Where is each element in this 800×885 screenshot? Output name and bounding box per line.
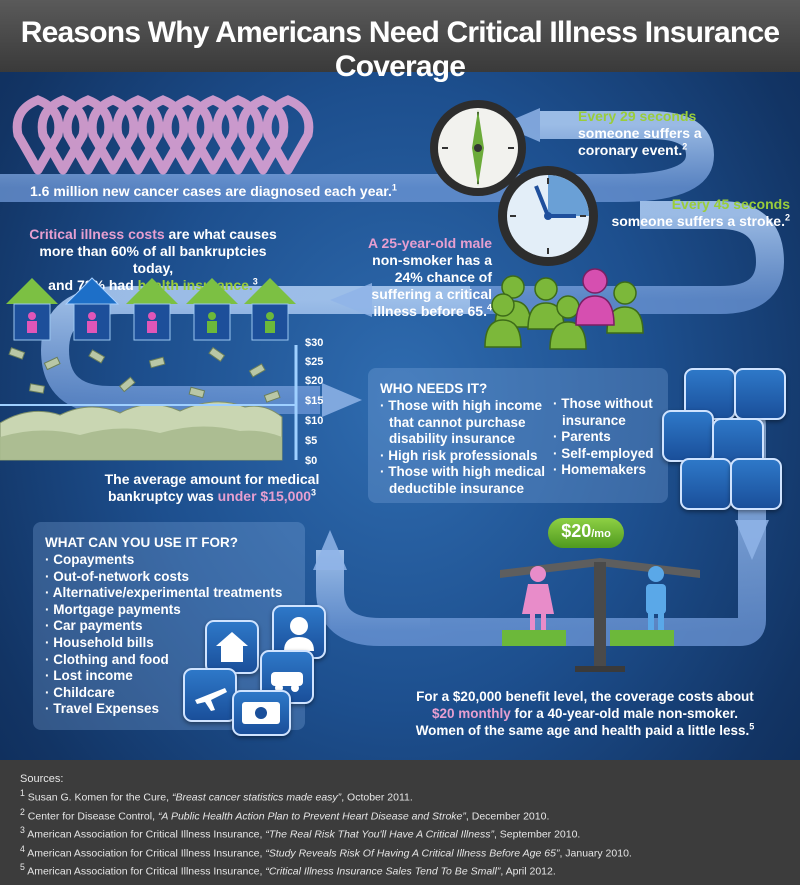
cancer-ref: 1	[391, 182, 397, 193]
list-item: · Those without	[553, 396, 653, 411]
list-item: deductible insurance	[389, 480, 525, 496]
list-item: · Parents	[553, 429, 611, 445]
homemaker-icon	[730, 458, 782, 510]
list-item: · Those with high medical	[380, 464, 546, 480]
scale-tick: $20	[305, 375, 324, 387]
male-chance-line4: suffering a critical	[371, 286, 492, 302]
benefit-line3: Women of the same age and health paid a …	[415, 723, 750, 738]
bankruptcy-l2: more than 60% of all bankruptcies today,	[39, 243, 267, 276]
male-chance-line5: illness before 65.	[373, 303, 487, 319]
coronary-line3: coronary event.	[578, 142, 683, 158]
who-needs-heading: WHO NEEDS IT?	[380, 381, 488, 396]
average-stat: The average amount for medical bankruptc…	[82, 471, 342, 505]
price-amount: $20	[561, 521, 592, 541]
list-item: · Car payments	[45, 618, 143, 634]
benefit-stat: For a $20,000 benefit level, the coverag…	[405, 688, 765, 739]
list-item: · Copayments	[45, 552, 135, 567]
list-item: · Household bills	[45, 634, 154, 650]
coronary-ref: 2	[682, 141, 688, 152]
benefit-ref: 5	[749, 721, 755, 732]
money-pile	[0, 345, 298, 461]
houses-row	[6, 277, 296, 341]
list-item: · Clothing and food	[45, 651, 169, 667]
bankruptcy-stat: Critical illness costs are what causes m…	[18, 226, 288, 294]
sources-footer: Sources: 1 Susan G. Komen for the Cure, …	[0, 760, 800, 885]
benefit-line2a: $20 monthly	[431, 706, 511, 721]
bankruptcy-l3b: health insurance.	[137, 277, 253, 293]
header-bar: Reasons Why Americans Need Critical Illn…	[0, 0, 800, 83]
bankruptcy-l1b: are what causes	[164, 226, 277, 242]
list-item: · Out-of-network costs	[45, 568, 190, 584]
list-item: disability insurance	[389, 431, 516, 447]
doctor-icon	[662, 410, 714, 462]
scale-tick: $30	[305, 337, 324, 349]
source-item: 3 American Association for Critical Illn…	[20, 825, 581, 841]
benefit-line1: For a $20,000 benefit level, the coverag…	[416, 689, 754, 704]
balance-scale	[500, 558, 700, 672]
list-item: · Self-employed	[553, 445, 654, 461]
page-title: Reasons Why Americans Need Critical Illn…	[20, 16, 780, 83]
coronary-line1: Every 29 seconds	[578, 108, 697, 124]
airplane-icon	[183, 668, 237, 722]
male-chance-line2: non-smoker has a	[372, 252, 492, 268]
list-item: · Lost income	[45, 668, 133, 684]
list-item: · Alternative/experimental treatments	[45, 585, 283, 601]
who-needs-box	[368, 368, 668, 503]
scale-tick: $0	[305, 455, 318, 467]
cancer-stat-text: 1.6 million new cancer cases are diagnos…	[30, 183, 392, 199]
list-item: that cannot purchase	[389, 414, 526, 430]
source-item: 4 American Association for Critical Illn…	[20, 843, 632, 860]
list-item: · High risk professionals	[380, 447, 538, 463]
cancer-stat: 1.6 million new cancer cases are diagnos…	[30, 183, 397, 200]
price-tag: $20/mo	[548, 518, 624, 548]
sources-label: Sources:	[20, 773, 64, 785]
male-chance-line1: A 25-year-old male	[368, 235, 492, 251]
people-group	[484, 268, 644, 350]
bankruptcy-ref: 3	[252, 276, 258, 287]
graduate-icon	[680, 458, 732, 510]
average-line2b: under $15,000	[217, 488, 312, 504]
stroke-line1: Every 45 seconds	[671, 196, 790, 212]
house-icon	[205, 620, 259, 674]
cancer-ribbons	[12, 95, 314, 175]
list-item: insurance	[562, 412, 626, 428]
scale-tick: $5	[305, 435, 318, 447]
list-item: · Those with high income	[380, 398, 543, 413]
list-item: · Homemakers	[553, 462, 647, 478]
clocks	[430, 100, 598, 266]
source-item: 1 Susan G. Komen for the Cure, “Breast c…	[20, 788, 413, 804]
who-needs-col2: · Those without insurance · Parents · Se…	[553, 396, 673, 479]
coronary-line2: someone suffers a	[578, 125, 702, 141]
list-item: · Travel Expenses	[45, 701, 160, 717]
stroke-line2: someone suffers a stroke.	[611, 213, 785, 229]
average-line1: The average amount for medical	[104, 471, 320, 487]
source-item: 5 American Association for Critical Illn…	[20, 862, 556, 878]
average-line2a: bankruptcy was	[107, 488, 218, 504]
bankruptcy-l1a: Critical illness costs	[29, 226, 165, 242]
list-item: · Childcare	[45, 684, 115, 700]
scale-tick: $10	[305, 415, 324, 427]
scale-tick: $25	[305, 356, 324, 368]
who-needs-col1: · Those with high income that cannot pur…	[380, 398, 555, 498]
stroke-ref: 2	[784, 212, 790, 223]
money-icon	[232, 690, 291, 736]
list-item: · Mortgage payments	[45, 601, 181, 617]
price-unit: /mo	[591, 528, 611, 540]
male-chance-ref: 4	[486, 302, 492, 313]
police-icon	[734, 368, 786, 420]
uses-heading: WHAT CAN YOU USE IT FOR?	[45, 535, 238, 550]
scale-tick: $15	[305, 395, 324, 407]
stroke-stat: Every 45 seconds someone suffers a strok…	[605, 196, 790, 230]
coronary-stat: Every 29 seconds someone suffers a coron…	[578, 108, 702, 159]
benefit-line2b: for a 40-year-old male non-smoker.	[510, 706, 739, 721]
uses-list: · Copayments · Out-of-network costs · Al…	[45, 552, 282, 718]
male-chance-stat: A 25-year-old male non-smoker has a 24% …	[342, 235, 492, 320]
uses-section: WHAT CAN YOU USE IT FOR? · Copayments · …	[45, 534, 282, 718]
average-ref: 3	[311, 487, 317, 498]
who-needs-section: WHO NEEDS IT? · Those with high income t…	[380, 380, 654, 496]
male-chance-line3: 24% chance of	[394, 269, 492, 285]
source-item: 2 Center for Disease Control, “A Public …	[20, 806, 550, 823]
